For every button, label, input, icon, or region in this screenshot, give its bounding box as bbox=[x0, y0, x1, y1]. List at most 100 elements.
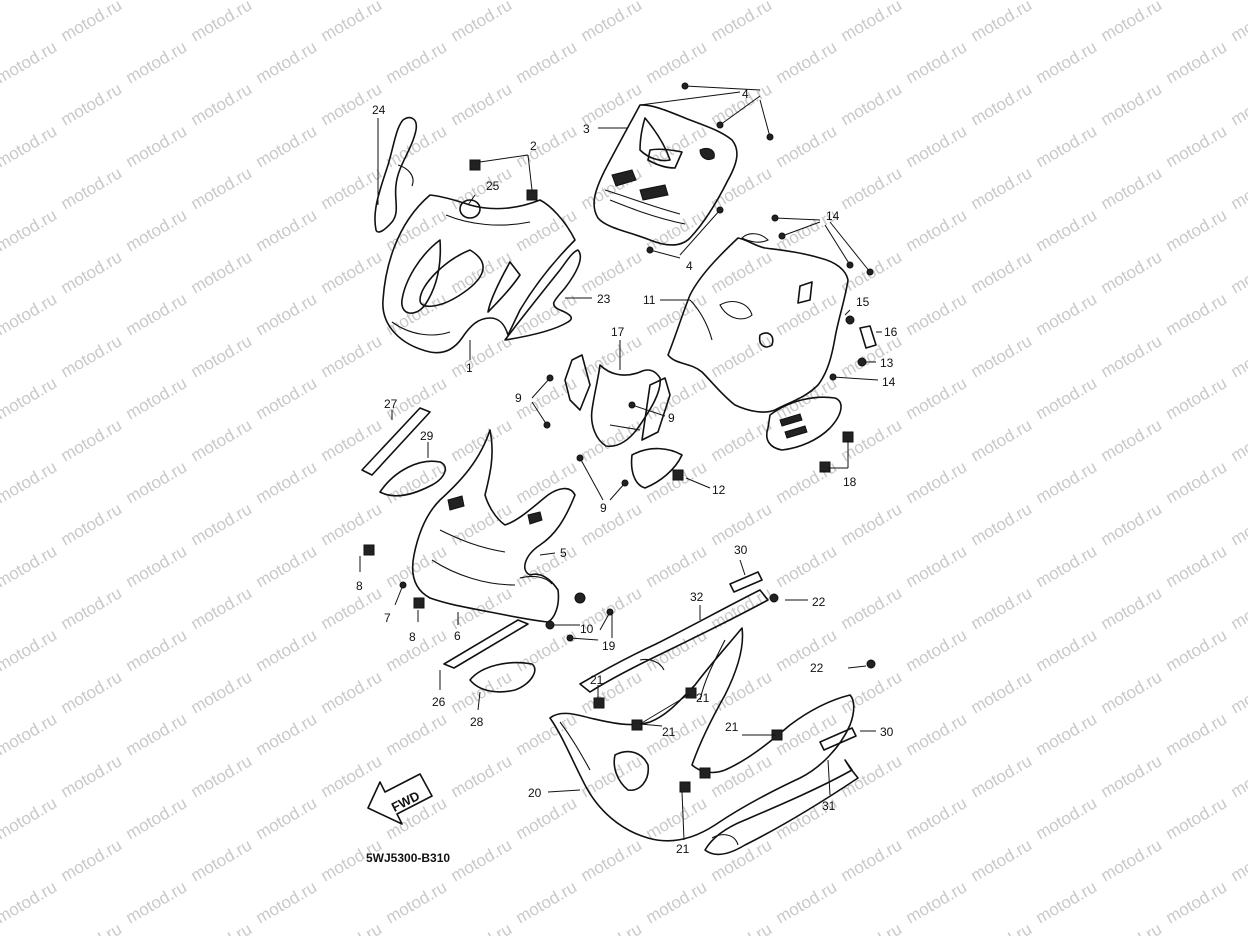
watermark-text: motod.ru bbox=[903, 625, 971, 675]
watermark-text: motod.ru bbox=[123, 541, 191, 591]
watermark-text: motod.ru bbox=[448, 751, 516, 801]
watermark-text: motod.ru bbox=[838, 499, 906, 549]
watermark-text: motod.ru bbox=[253, 205, 321, 255]
watermark-text: motod.ru bbox=[773, 121, 841, 171]
callout-9-right: 9 bbox=[668, 411, 675, 425]
watermark-text: motod.ru bbox=[903, 121, 971, 171]
watermark-text: motod.ru bbox=[383, 289, 451, 339]
watermark-text: motod.ru bbox=[253, 457, 321, 507]
watermark-text: motod.ru bbox=[578, 751, 646, 801]
watermark-text: motod.ru bbox=[903, 37, 971, 87]
watermark-text: motod.ru bbox=[968, 415, 1036, 465]
callout-31: 31 bbox=[822, 799, 836, 813]
watermark-text: motod.ru bbox=[123, 793, 191, 843]
watermark-text: motod.ru bbox=[903, 793, 971, 843]
watermark-text: motod.ru bbox=[708, 0, 776, 45]
watermark-text: motod.ru bbox=[448, 583, 516, 633]
watermark-text: motod.ru bbox=[513, 625, 581, 675]
watermark-text: motod.ru bbox=[643, 877, 711, 927]
callout-29: 29 bbox=[420, 429, 434, 443]
callout-24: 24 bbox=[372, 103, 386, 117]
watermark-text: motod.ru bbox=[123, 289, 191, 339]
watermark-text: motod.ru bbox=[1098, 499, 1166, 549]
watermark-text: motod.ru bbox=[1033, 793, 1101, 843]
callout-8-upper: 8 bbox=[356, 579, 363, 593]
watermark-text: motod.ru bbox=[1228, 163, 1248, 213]
watermark-text: motod.ru bbox=[1033, 205, 1101, 255]
watermark-text: motod.ru bbox=[578, 0, 646, 45]
watermark-text: motod.ru bbox=[253, 373, 321, 423]
watermark-text: motod.ru bbox=[0, 541, 60, 591]
callout-4-top: 4 bbox=[742, 87, 749, 101]
watermark-text: motod.ru bbox=[318, 331, 386, 381]
watermark-text: motod.ru bbox=[58, 583, 126, 633]
watermark-text: motod.ru bbox=[448, 79, 516, 129]
watermark-text: motod.ru bbox=[0, 457, 60, 507]
watermark-text: motod.ru bbox=[968, 247, 1036, 297]
watermark-text: motod.ru bbox=[1163, 877, 1231, 927]
watermark-text: motod.ru bbox=[253, 709, 321, 759]
watermark-text: motod.ru bbox=[968, 667, 1036, 717]
watermark-text: motod.ru bbox=[58, 0, 126, 45]
watermark-text: motod.ru bbox=[318, 919, 386, 936]
watermark-text: motod.ru bbox=[838, 667, 906, 717]
watermark-text: motod.ru bbox=[903, 0, 971, 3]
callout-5: 5 bbox=[560, 546, 567, 560]
watermark-text: motod.ru bbox=[1098, 751, 1166, 801]
watermark-text: motod.ru bbox=[1163, 373, 1231, 423]
watermark-text: motod.ru bbox=[773, 625, 841, 675]
watermark-text: motod.ru bbox=[0, 877, 60, 927]
watermark-text: motod.ru bbox=[1033, 625, 1101, 675]
watermark-text: motod.ru bbox=[188, 751, 256, 801]
watermark-text: motod.ru bbox=[1228, 835, 1248, 885]
callout-4-bottom: 4 bbox=[686, 259, 693, 273]
watermark-text: motod.ru bbox=[0, 121, 60, 171]
callout-10: 10 bbox=[580, 622, 594, 636]
watermark-text: motod.ru bbox=[0, 709, 60, 759]
watermark-text: motod.ru bbox=[1033, 457, 1101, 507]
callout-18: 18 bbox=[843, 475, 857, 489]
watermark-text: motod.ru bbox=[968, 583, 1036, 633]
watermark-text: motod.ru bbox=[188, 0, 256, 45]
watermark-text: motod.ru bbox=[513, 0, 581, 3]
watermark-text: motod.ru bbox=[643, 793, 711, 843]
watermark-text: motod.ru bbox=[253, 793, 321, 843]
watermark-text: motod.ru bbox=[188, 583, 256, 633]
watermark-text: motod.ru bbox=[1033, 373, 1101, 423]
watermark-text: motod.ru bbox=[383, 877, 451, 927]
callout-23: 23 bbox=[597, 292, 611, 306]
watermark-text: motod.ru bbox=[188, 247, 256, 297]
watermark-text: motod.ru bbox=[708, 247, 776, 297]
watermark-text: motod.ru bbox=[1163, 709, 1231, 759]
callout-21-d: 21 bbox=[676, 842, 690, 856]
watermark-text: motod.ru bbox=[188, 163, 256, 213]
watermark-text: motod.ru bbox=[1163, 793, 1231, 843]
watermark-text: motod.ru bbox=[1163, 457, 1231, 507]
callout-12: 12 bbox=[712, 483, 726, 497]
watermark-text: motod.ru bbox=[253, 0, 321, 3]
watermark-text: motod.ru bbox=[903, 877, 971, 927]
watermark-text: motod.ru bbox=[383, 0, 451, 3]
watermark-text: motod.ru bbox=[383, 709, 451, 759]
callout-30-lower: 30 bbox=[880, 725, 894, 739]
watermark-text: motod.ru bbox=[188, 79, 256, 129]
callout-20: 20 bbox=[528, 786, 542, 800]
watermark-text: motod.ru bbox=[1163, 205, 1231, 255]
callout-21-a: 21 bbox=[590, 673, 604, 687]
watermark-text: motod.ru bbox=[123, 0, 191, 3]
watermark-text: motod.ru bbox=[448, 163, 516, 213]
watermark-text: motod.ru bbox=[188, 331, 256, 381]
watermark-text: motod.ru bbox=[318, 583, 386, 633]
watermark-text: motod.ru bbox=[58, 331, 126, 381]
watermark-text: motod.ru bbox=[643, 0, 711, 3]
callout-30-upper: 30 bbox=[734, 543, 748, 557]
watermark-text: motod.ru bbox=[1033, 541, 1101, 591]
watermark-text: motod.ru bbox=[643, 541, 711, 591]
callout-22-lower: 22 bbox=[810, 661, 824, 675]
watermark-text: motod.ru bbox=[1163, 37, 1231, 87]
callout-13: 13 bbox=[880, 356, 894, 370]
watermark-text: motod.ru bbox=[708, 835, 776, 885]
watermark-text: motod.ru bbox=[903, 205, 971, 255]
